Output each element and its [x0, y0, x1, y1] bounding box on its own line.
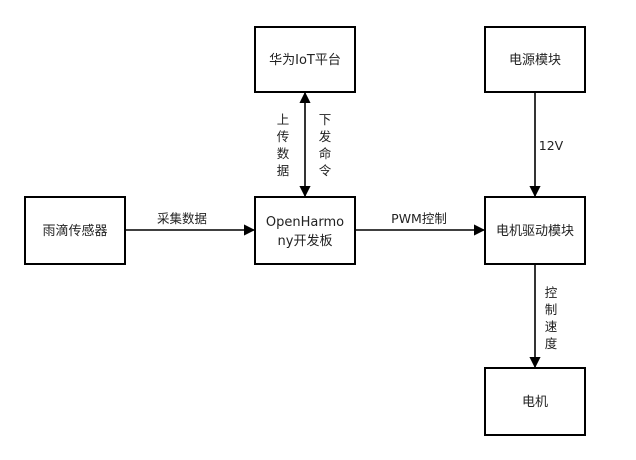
- edge-label-speed-control: 控 制 速 度: [545, 285, 558, 351]
- edge-label-upload-char: 据: [277, 163, 290, 178]
- node-huawei-iot: 华为IoT平台: [254, 26, 356, 93]
- edge-label-command-char: 命: [319, 146, 332, 161]
- node-rain-sensor: 雨滴传感器: [24, 196, 126, 265]
- node-openharmony-label-line2: ny开发板: [278, 233, 333, 249]
- node-huawei-iot-label: 华为IoT平台: [269, 53, 341, 68]
- edge-label-speed-char: 制: [545, 302, 558, 317]
- node-power-module-label: 电源模块: [509, 53, 561, 68]
- node-openharmony-label-line1: OpenHarmo: [266, 215, 344, 230]
- edge-label-upload: 上 传 数 据: [277, 112, 290, 178]
- edge-label-command: 下 发 命 令: [319, 112, 332, 178]
- edge-label-upload-char: 数: [277, 146, 290, 161]
- node-power-module: 电源模块: [484, 26, 586, 93]
- node-motor-driver-label: 电机驱动模块: [496, 224, 574, 239]
- edge-label-command-char: 下: [319, 112, 332, 127]
- edge-label-command-char: 发: [319, 129, 332, 144]
- node-motor-label: 电机: [522, 395, 548, 410]
- edge-label-speed-char: 速: [545, 319, 558, 334]
- edge-label-voltage: 12V: [539, 138, 564, 153]
- edge-label-upload-char: 上: [277, 112, 290, 127]
- node-openharmony-board: OpenHarmo ny开发板: [254, 196, 356, 265]
- edge-label-upload-char: 传: [277, 129, 290, 144]
- edge-label-speed-char: 控: [545, 285, 558, 300]
- edge-label-command-char: 令: [319, 163, 332, 178]
- edge-label-pwm-control: PWM控制: [391, 211, 447, 226]
- edge-label-collect-data: 采集数据: [157, 211, 207, 226]
- node-rain-sensor-label: 雨滴传感器: [42, 223, 107, 239]
- node-motor: 电机: [484, 367, 586, 436]
- node-motor-driver: 电机驱动模块: [484, 196, 586, 265]
- edge-label-speed-char: 度: [545, 336, 558, 351]
